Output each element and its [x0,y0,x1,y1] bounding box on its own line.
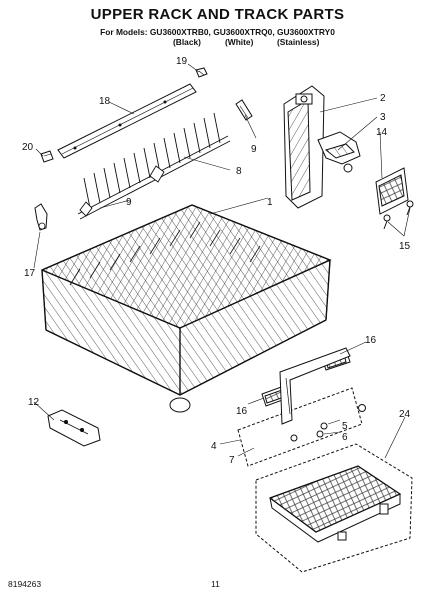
finish-black-label: (Black) [173,37,201,47]
document-number: 8194263 [8,579,42,589]
callout-4: 4 [211,441,217,452]
part-9-clip-upper [235,99,253,121]
callout-18: 18 [99,96,111,107]
callout-9-upper: 9 [251,144,257,155]
part-2-track-housing [283,85,325,209]
callout-15: 15 [399,241,411,252]
models-line: For Models: GU3600XTRB0, GU3600XTRQ0, GU… [100,27,335,37]
callout-6: 6 [342,432,348,443]
callout-12: 12 [28,397,40,408]
part-1-upper-rack [40,204,332,413]
finish-stainless-label: (Stainless) [277,37,320,47]
part-18-rail [57,83,197,159]
part-20-stop [40,150,54,163]
callout-17: 17 [24,268,36,279]
callout-7: 7 [229,455,235,466]
part-8-tine-row [77,112,231,220]
part-24-cup-shelf [255,443,413,573]
part-6-wheel [316,430,324,438]
callout-2: 2 [380,93,386,104]
callout-1: 1 [267,197,273,208]
callout-16-lower: 16 [236,406,248,417]
callout-20: 20 [22,142,34,153]
callout-19: 19 [176,56,188,67]
callout-5: 5 [342,421,348,432]
callout-3: 3 [380,112,386,123]
part-7-track-assembly-box [237,347,366,467]
callout-9-lower: 9 [126,197,132,208]
page-title: UPPER RACK AND TRACK PARTS [90,6,345,23]
part-3-bracket [317,131,361,173]
callout-16-upper: 16 [365,335,377,346]
callout-24: 24 [399,409,411,420]
part-14-panel [375,167,409,215]
callout-8: 8 [236,166,242,177]
page-number: 11 [211,579,220,589]
part-17-clip [34,203,48,231]
leader-lines [33,63,411,459]
finish-white-label: (White) [225,37,254,47]
part-15-screws [383,200,414,230]
part-19-clip [195,67,208,78]
part-12-track-end [47,409,101,447]
part-5-wheel [320,422,328,430]
callout-14: 14 [376,127,388,138]
